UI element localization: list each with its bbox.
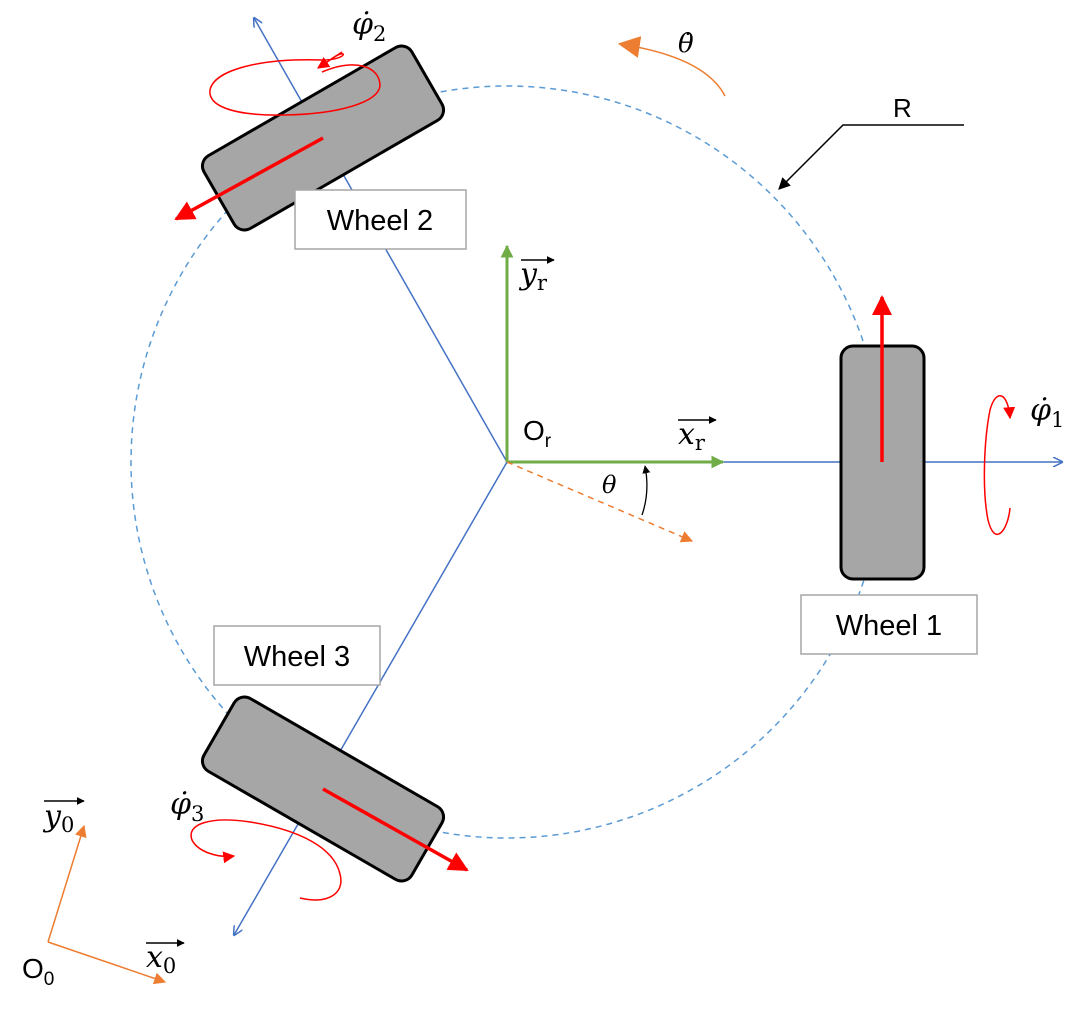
wheel-3-label: Wheel 3 [244, 641, 350, 673]
robot-x-axis-label: xr [678, 416, 717, 455]
wheel-2-label-box [294, 189, 467, 250]
world-origin-label: O0 [22, 953, 54, 990]
angular-rate-arrow [617, 36, 726, 97]
svg-text:yr: yr [518, 257, 548, 295]
world-x-axis-arrow [47, 941, 167, 985]
wheel-2-speed-label: φ̇2 [352, 7, 386, 46]
radius-label: R [893, 93, 912, 123]
heading-dashed-arrow [506, 461, 694, 543]
radius-leader-line [778, 124, 964, 190]
wheel-1-speed-label: φ̇1 [1030, 393, 1064, 432]
heading-angle-label: θ [602, 471, 617, 499]
svg-text:xr: xr [678, 417, 706, 455]
robot-y-axis-label: yr [518, 256, 555, 295]
wheel-3-rotation-arrow [190, 819, 342, 901]
angular-rate-label: θ̇ [678, 29, 694, 59]
wheel-2-rotation-arrowhead [317, 51, 343, 69]
theta-angle-arc [641, 465, 651, 516]
wheel-2-velocity-arrow [174, 136, 324, 221]
wheel-3-axis-line [234, 461, 508, 935]
wheel-1-label: Wheel 1 [836, 610, 942, 642]
world-y-axis-arrow [47, 824, 87, 943]
wheel-3-speed-label: φ̇3 [170, 787, 204, 826]
world-x-axis-label: x0 [146, 939, 185, 978]
wheel-1-rotation-arrow [983, 395, 1016, 535]
wheel-3-label-box [213, 625, 381, 686]
wheel-3-velocity-arrow [322, 787, 469, 872]
svg-text:x0: x0 [146, 940, 176, 978]
world-y-axis-label: y0 [42, 797, 85, 837]
svg-text:y0: y0 [42, 799, 74, 837]
robot-origin-label: Or [523, 415, 552, 452]
wheel-1-label-box [800, 594, 978, 655]
wheel-2-label: Wheel 2 [327, 205, 433, 237]
